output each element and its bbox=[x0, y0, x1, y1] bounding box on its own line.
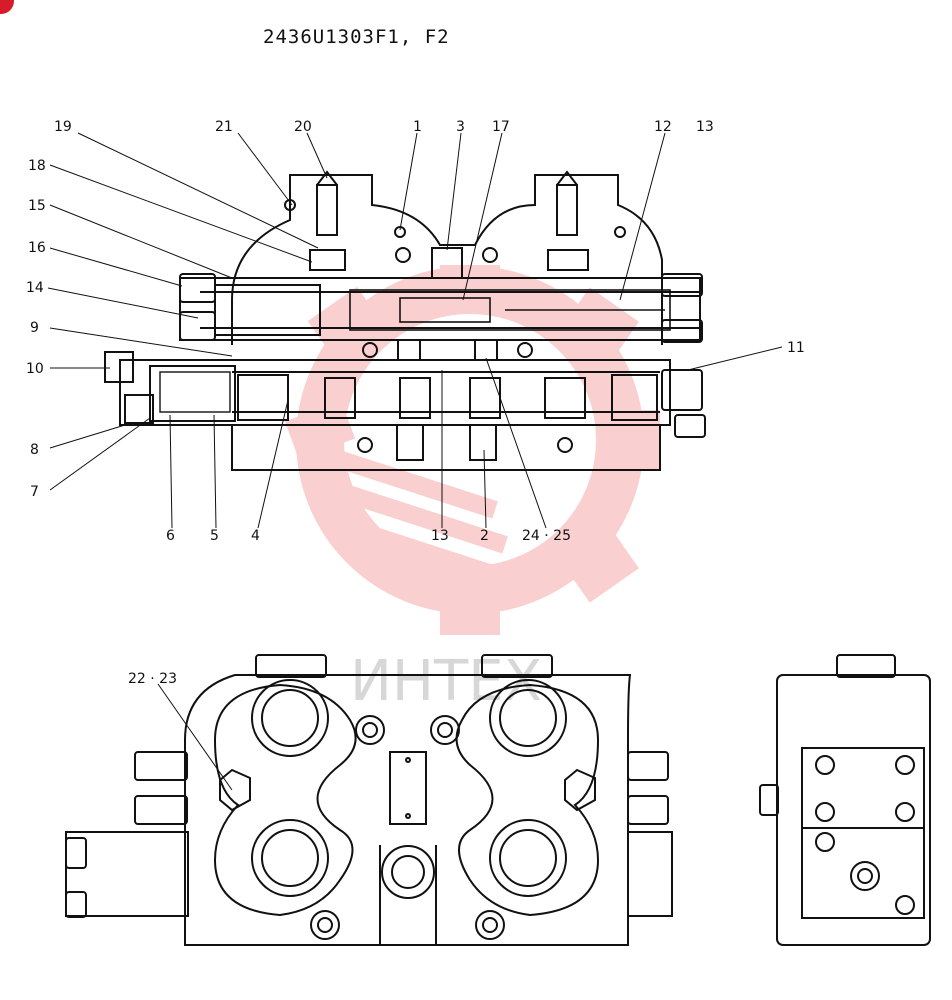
leader-lines-top bbox=[47, 132, 783, 529]
callout-13-bottom: 13 bbox=[431, 528, 449, 544]
leader-lines-front bbox=[157, 683, 233, 791]
callout-12: 12 bbox=[654, 119, 672, 135]
callout-13-top: 13 bbox=[696, 119, 714, 135]
diagram-title: 2436U1303F1, F2 bbox=[263, 26, 450, 48]
callout-17: 17 bbox=[492, 119, 510, 135]
callout-1: 1 bbox=[413, 119, 422, 135]
callout-14: 14 bbox=[26, 280, 44, 296]
watermark-logo bbox=[284, 265, 660, 635]
callout-labels-top: 19 21 20 1 3 17 12 13 18 15 16 14 9 10 1… bbox=[26, 119, 805, 544]
callout-19: 19 bbox=[54, 119, 72, 135]
callout-4: 4 bbox=[251, 528, 260, 544]
callout-8: 8 bbox=[30, 442, 39, 458]
callout-2: 2 bbox=[480, 528, 489, 544]
callout-20: 20 bbox=[294, 119, 312, 135]
callout-11: 11 bbox=[787, 340, 805, 356]
callout-10: 10 bbox=[26, 361, 44, 377]
callout-16: 16 bbox=[28, 240, 46, 256]
callout-3: 3 bbox=[456, 119, 465, 135]
side-view bbox=[759, 654, 931, 946]
callout-18: 18 bbox=[28, 158, 46, 174]
callout-6: 6 bbox=[166, 528, 175, 544]
watermark-text: ИНТЕХ bbox=[350, 649, 542, 714]
front-face-view bbox=[65, 654, 673, 946]
callout-21: 21 bbox=[215, 119, 233, 135]
callout-5: 5 bbox=[210, 528, 219, 544]
callout-9: 9 bbox=[30, 320, 39, 336]
top-section-view bbox=[104, 170, 706, 471]
callout-15: 15 bbox=[28, 198, 46, 214]
callout-7: 7 bbox=[30, 484, 39, 500]
callout-22-23: 22 · 23 bbox=[128, 671, 177, 687]
callout-24-25: 24 · 25 bbox=[522, 528, 571, 544]
